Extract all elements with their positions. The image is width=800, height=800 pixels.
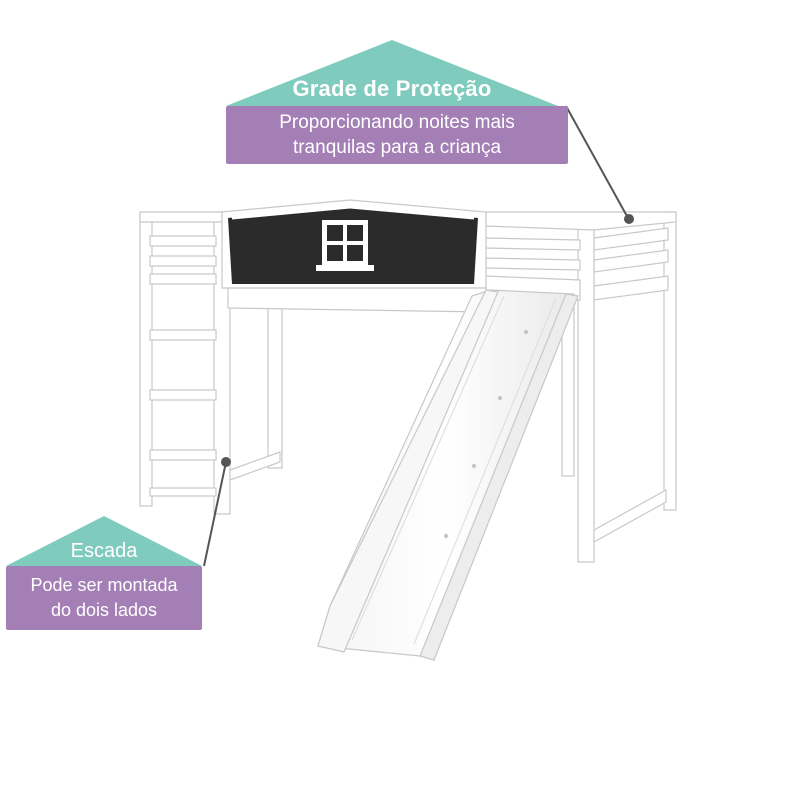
ladder-rung-2 <box>149 389 217 401</box>
protection-callout-roof <box>226 40 558 106</box>
ladder-callout-title: Escada <box>70 539 138 562</box>
right-front-post <box>577 219 595 563</box>
ladder-callout-line-1: Pode ser montada <box>30 575 178 595</box>
right-guard-rail-1 <box>485 237 581 251</box>
ladder-callout-roof <box>6 516 202 566</box>
window-icon <box>316 220 374 271</box>
right-side-rail-1 <box>593 227 669 251</box>
rear-left-post <box>267 299 283 469</box>
left-bottom-brace <box>229 451 281 481</box>
protection-callout-body: Proporcionando noites mais tranquilas pa… <box>226 106 568 164</box>
ladder-rung-1 <box>149 329 217 341</box>
top-frame-left <box>139 211 233 223</box>
left-guard-rail-1 <box>149 235 217 247</box>
protection-callout-line-2: tranquilas para a criança <box>292 137 502 158</box>
right-bottom-brace <box>593 488 667 544</box>
right-side-rail-2 <box>593 249 669 273</box>
slide <box>317 289 579 661</box>
ladder-bottom-brace <box>149 487 217 497</box>
left-guard-rail-2 <box>149 255 217 267</box>
right-side-rail-3 <box>593 275 669 301</box>
ladder-callout-line-2: do dois lados <box>50 600 158 620</box>
ladder-callout-body: Pode ser montada do dois lados <box>6 566 202 630</box>
left-guard-rail-3 <box>149 273 217 285</box>
ladder-rung-3 <box>149 449 217 461</box>
ladder-pointer <box>203 457 231 567</box>
protection-callout-line-1: Proporcionando noites mais <box>279 112 515 133</box>
right-top-rail <box>485 211 677 231</box>
protection-pointer <box>565 105 634 224</box>
protection-callout-title: Grade de Proteção <box>292 76 492 101</box>
right-guard-rail-2 <box>485 257 581 271</box>
